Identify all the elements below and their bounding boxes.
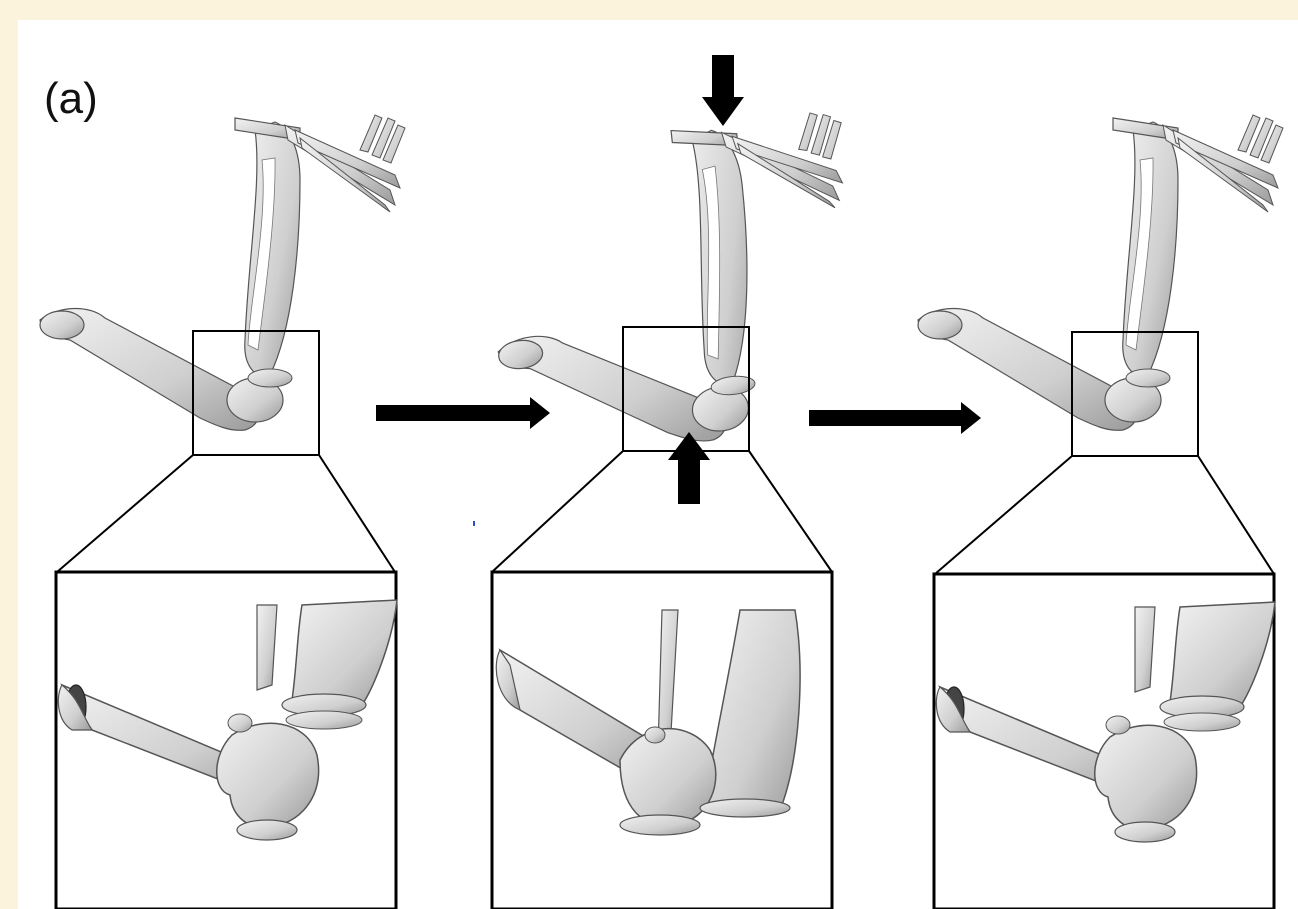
stage-final [918, 115, 1283, 909]
zoom-line [492, 451, 623, 572]
stage-compressed [477, 55, 873, 909]
zoom-line [749, 451, 832, 572]
stage-initial [40, 115, 405, 909]
zoom-line [319, 455, 395, 572]
arrow-right-2 [809, 402, 981, 434]
arrow-right-1 [376, 397, 550, 429]
zoom-line [935, 456, 1072, 574]
zoom-line [57, 455, 193, 572]
arrow-down [702, 55, 744, 126]
arrow-up [668, 432, 710, 504]
panel-label-overlay: (a) [44, 74, 98, 124]
forelimb-final [918, 115, 1283, 430]
zoom-line [1198, 456, 1274, 574]
forelimb-initial [40, 115, 405, 430]
stray-mark [473, 521, 475, 526]
